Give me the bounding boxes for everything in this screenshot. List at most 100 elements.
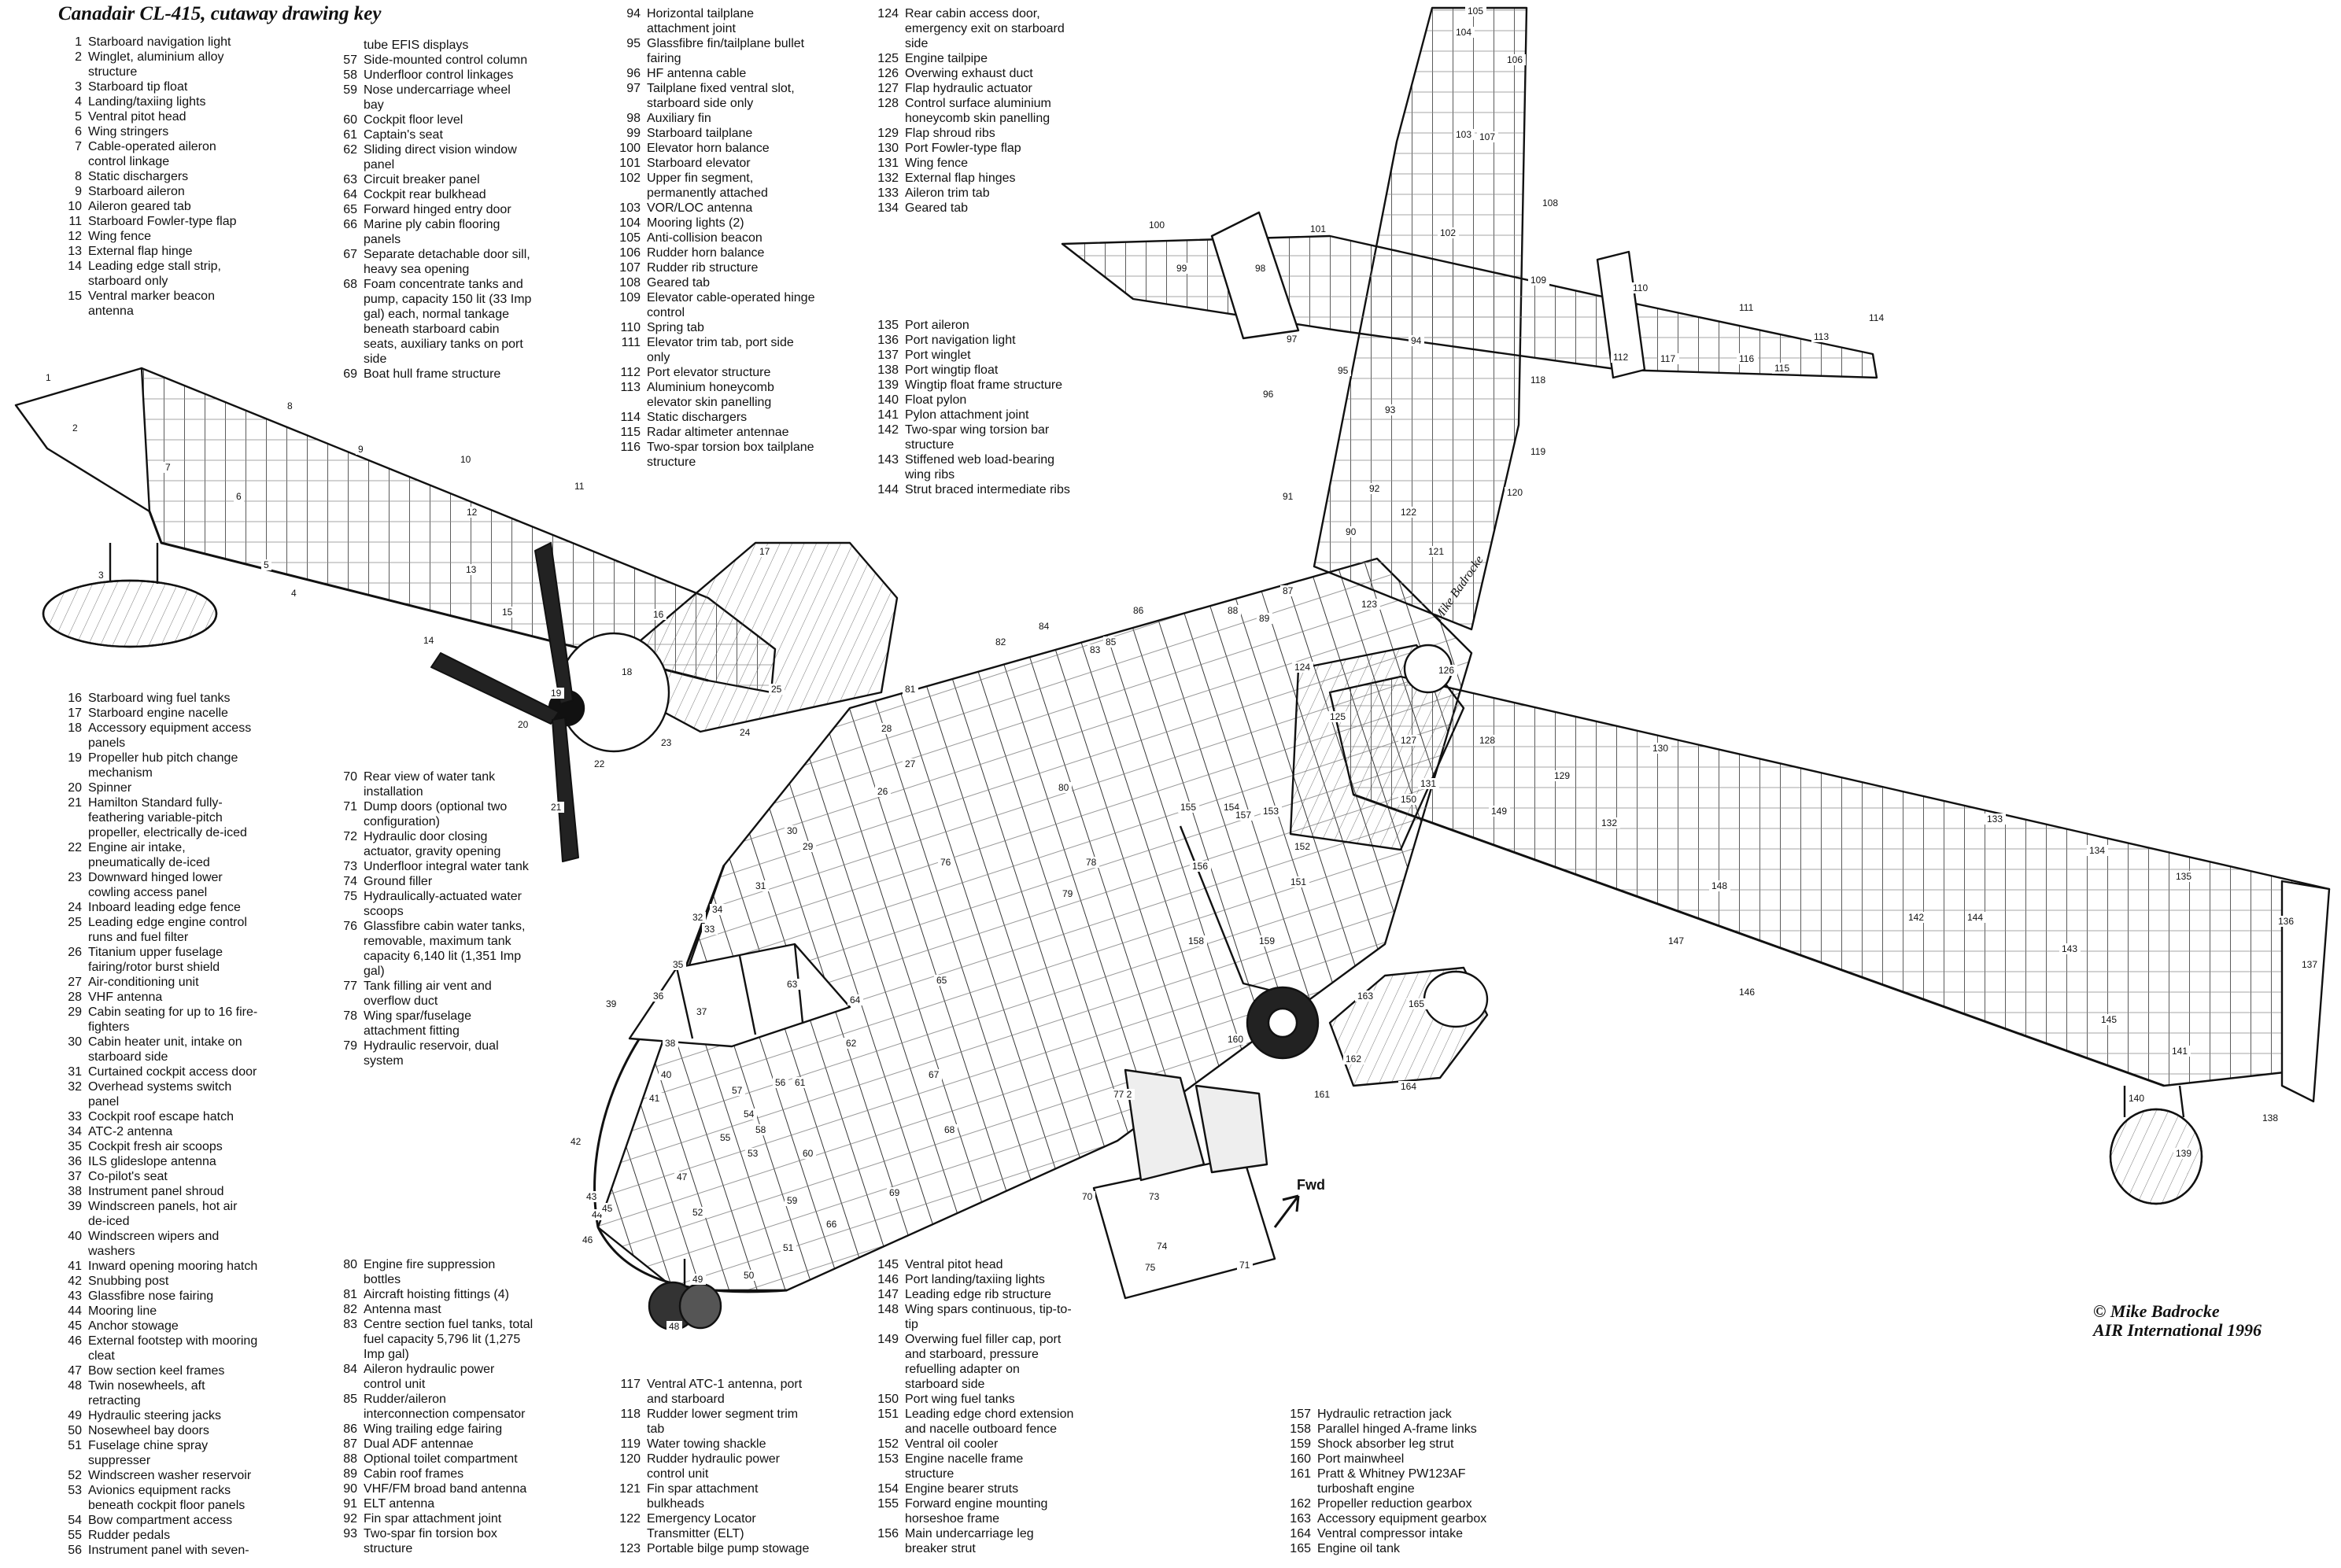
callout-background [934,975,950,986]
key-number: 13 [68,245,82,258]
key-description: Boat hull frame structure [364,367,501,381]
callout-number: 6 [236,491,242,502]
callout-number: 31 [755,880,766,891]
key-description: Windscreen wipers and washers [88,1230,220,1258]
key-description: Ventral compressor intake [1317,1527,1463,1540]
key-description: Sliding direct vision window panel [364,143,517,172]
key-number: 38 [68,1185,82,1198]
key-description: Tailplane fixed ventral slot, starboard … [647,82,795,110]
key-number: 70 [343,770,357,784]
key-description: Nosewheel bay doors [88,1424,209,1437]
key-number: 127 [877,82,899,95]
callout-background [1257,613,1272,624]
callout-number: 61 [795,1077,806,1088]
key-description: Leading edge stall strip, starboard only [88,260,221,288]
callout-number: 139 [2176,1148,2191,1159]
callout-number: 105 [1468,6,1483,17]
key-number: 7 [75,140,82,153]
callout-background [2099,1014,2120,1025]
key-description: Forward hinged entry door [364,203,511,216]
callout-background [674,1171,690,1182]
callout-number: 7 [165,462,171,473]
key-description: Cockpit floor level [364,113,463,127]
callout-number: 125 [1330,711,1346,722]
key-number: 10 [68,200,82,213]
key-number: 134 [877,201,899,215]
key-description: Static dischargers [88,170,189,183]
callout-background [1280,491,1296,502]
callout-number: 86 [1133,605,1144,616]
callout-background [1154,1241,1170,1252]
callout-background [96,570,106,581]
key-description: Anti-collision beacon [647,231,762,245]
key-description: tube EFIS displays [364,39,469,52]
callout-number: 52 [692,1207,703,1218]
callout-background [1611,352,1632,363]
key-number: 39 [68,1200,82,1213]
key-number: 111 [621,336,641,349]
callout-background [1398,1081,1420,1092]
key-description: Mooring lights (2) [647,216,744,230]
key-number: 119 [620,1437,641,1451]
key-number: 14 [68,260,82,273]
key-number: 159 [1290,1437,1311,1451]
callout-number: 79 [1062,888,1073,899]
callout-number: 51 [783,1242,794,1253]
key-description: VOR/LOC antenna [647,201,753,215]
callout-number: 142 [1908,912,1924,923]
callout-number: 151 [1291,876,1306,887]
callout-number: 148 [1711,880,1727,891]
key-number: 155 [877,1497,899,1511]
callout-number: 42 [570,1136,582,1147]
callout-background [1225,605,1241,616]
callout-background [993,636,1009,647]
callout-background [1146,1191,1162,1202]
callout-number: 38 [665,1038,676,1049]
callout-background [1143,1262,1158,1273]
key-description: Flap shroud ribs [905,127,995,140]
key-description: External flap hinges [905,172,1016,185]
callout-background [600,1203,615,1214]
key-description: Instrument panel with seven- [88,1544,249,1557]
key-number: 79 [343,1039,357,1053]
callout-number: 112 [1613,352,1628,363]
key-number: 65 [343,203,357,216]
key-description: Rudder horn balance [647,246,765,260]
key-number: 141 [877,408,899,422]
key-number: 71 [343,800,357,814]
callout-background [1599,817,1620,828]
key-number: 104 [619,216,641,230]
callout-number: 54 [744,1109,755,1120]
key-number: 154 [877,1482,899,1496]
key-number: 25 [68,916,82,929]
callout-number: 101 [1310,223,1326,234]
key-description: Engine tailpipe [905,52,988,65]
key-description: Wing spars continuous, tip-to- tip [905,1303,1072,1331]
callout-number: 71 [1239,1260,1250,1271]
callout-number: 88 [1228,605,1239,616]
key-number: 84 [343,1363,357,1376]
callout-number: 147 [1668,935,1684,946]
key-description: Hydraulically-actuated water scoops [364,890,522,918]
key-number: 4 [75,95,82,109]
key-number: 17 [68,707,82,720]
key-description: Port elevator structure [647,366,771,379]
